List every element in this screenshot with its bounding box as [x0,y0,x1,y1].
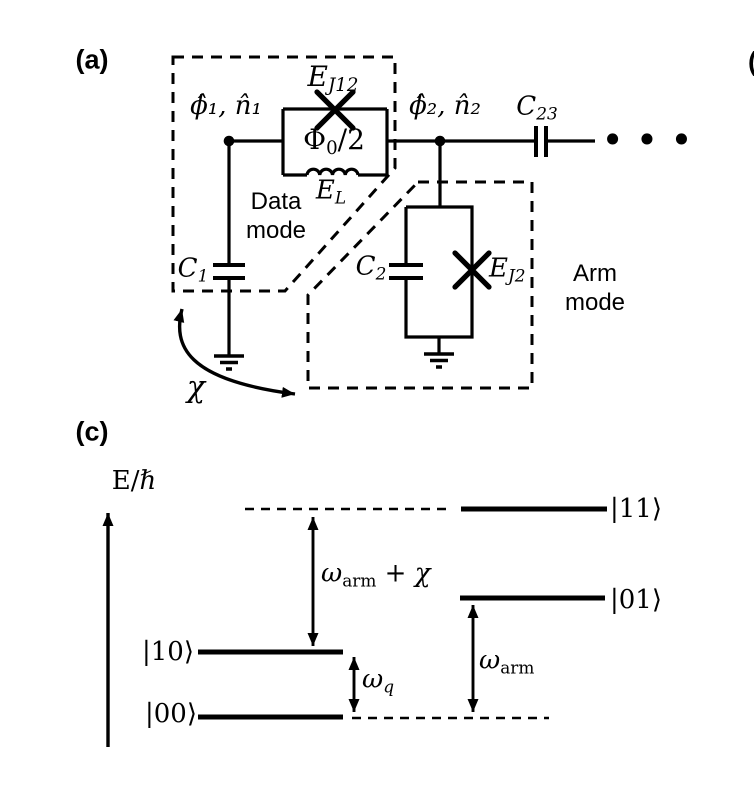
panel-a-tag: (a) [75,44,109,75]
label-sub: q [383,676,395,697]
el-label: EL [316,178,346,207]
data-mode-line2: mode [245,217,307,244]
panel-b-tag-partial: (b) [748,48,754,76]
ej12-label: EJ12 [307,59,359,96]
label-sub: 23 [536,103,558,124]
ellipsis-dots-icon: ••• [601,118,705,162]
data-mode-line1: Data [250,188,302,215]
inductor [305,167,360,176]
omega-arm-plus-chi-label: ωarm + χ [321,561,430,590]
chi-coupling-arrow [173,308,296,398]
capacitor-c2 [389,263,423,280]
node1-label: ϕ̂₁, n̂₁ [190,91,262,121]
ket-00-label: |00⟩ [145,699,197,729]
ket-11-label: |11⟩ [610,494,662,524]
data-mode-box [171,55,397,293]
c23-label: C23 [516,94,557,123]
arm-loop [404,205,474,339]
label-base: ω [362,664,384,695]
omega-arm-label: ωarm [479,648,534,677]
label-rest: /2 [337,122,365,156]
omega-q-label: ωq [362,667,394,696]
ket-10-label: |10⟩ [142,637,194,667]
chi-label: χ [186,370,206,405]
josephson-junction-ej12-icon [314,89,356,131]
node2-label: ϕ̂₂, n̂₂ [409,91,481,121]
label-sub: J12 [328,74,359,96]
capacitor-c1 [213,263,245,280]
label-base: C [355,251,376,282]
node-dot-2 [434,135,446,147]
label-base: ω [479,645,501,676]
node-dot-1 [223,135,235,147]
ground-symbol-2 [424,352,454,369]
label-rest: + χ [376,558,431,589]
label-base: E [315,175,335,206]
label-base: E [307,59,329,93]
energy-axis-label: E/ℏ [111,466,157,496]
label-sub: 0 [326,137,338,159]
panel-c-tag: (c) [75,416,109,447]
josephson-junction-ej2-icon [452,250,492,290]
label-sub: 1 [197,265,209,286]
label-base: ω [321,558,343,589]
arm-mode-line2: mode [564,289,626,316]
arm-mode-label: Arm mode [565,259,625,317]
c2-label: C2 [356,254,387,283]
label-base: E [489,253,508,284]
label-sub: J2 [507,265,526,286]
arm-mode-box [306,180,534,390]
label-base: Φ [303,122,327,156]
label-sub: L [334,187,347,208]
arm-mode-line1: Arm [572,260,617,287]
ej2-label: EJ2 [489,256,526,285]
label-sub: 2 [375,263,387,284]
label-sub: arm [342,570,377,591]
label-base: C [177,253,198,284]
c1-label: C1 [178,256,209,285]
capacitor-c23 [534,126,548,157]
label-base: C [516,91,537,122]
data-mode-label: Data mode [246,187,306,245]
label-sub: arm [500,657,535,678]
flux-label: Φ0/2 [303,122,365,159]
ground-symbol-1 [214,354,244,371]
ket-01-label: |01⟩ [610,585,662,615]
